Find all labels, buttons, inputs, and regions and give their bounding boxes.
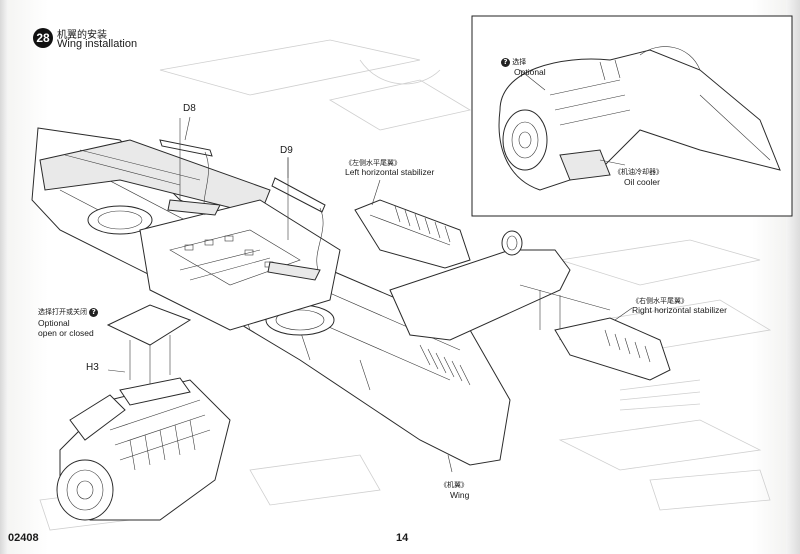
right-stabilizer-drawing	[554, 317, 671, 381]
part-label-d8: D8	[183, 103, 196, 114]
left-stabilizer-drawing	[354, 199, 471, 269]
left-stabilizer-label-en: Left horizontal stabilizer	[345, 167, 435, 177]
oil-cooler-label-en: Oil cooler	[624, 177, 660, 187]
step-title-zh: 机翼的安装	[57, 30, 107, 41]
fuselage-center	[139, 199, 341, 331]
optional-open-closed-text-zh: 选择打开或关闭	[38, 308, 87, 316]
scan-edge-left	[0, 0, 8, 554]
part-label-d9: D9	[280, 145, 293, 156]
inset-optional-label-zh: ? 选择	[501, 57, 526, 67]
oil-cooler-label-zh: 《机油冷却器》	[614, 168, 663, 176]
inset-optional-label-en: Optional	[514, 67, 546, 77]
part-label-h3: H3	[86, 362, 99, 373]
part-d9-drawing	[267, 158, 326, 281]
right-stabilizer-label-zh: 《右侧水平尾翼》	[632, 297, 688, 305]
kit-code: 02408	[8, 532, 39, 544]
optional-open-closed-label-en-2: open or closed	[38, 328, 94, 338]
wing-label-en: Wing	[450, 490, 470, 500]
inset-optional-text-zh: 选择	[512, 58, 527, 66]
right-stabilizer-label-en: Right horizontal stabilizer	[632, 305, 727, 315]
wing-label-zh: 《机翼》	[440, 481, 468, 489]
inset-engine-drawing	[498, 46, 781, 191]
leader-lines	[107, 69, 633, 473]
optional-open-closed-label-en-1: Optional	[38, 318, 70, 328]
part-d8-drawing	[159, 118, 221, 216]
optional-open-closed-label-zh: 选择打开或关闭 ?	[38, 307, 99, 317]
left-stabilizer-label-zh: 《左侧水平尾翼》	[345, 159, 401, 167]
question-mark-icon: ?	[501, 57, 510, 67]
question-mark-icon: ?	[89, 307, 99, 317]
part-h3-drawing	[69, 304, 192, 441]
page-number: 14	[396, 532, 409, 544]
step-title-en: Wing installation	[57, 38, 138, 50]
tail-section-drawing	[389, 230, 611, 341]
step-number-badge: 28	[33, 28, 53, 48]
